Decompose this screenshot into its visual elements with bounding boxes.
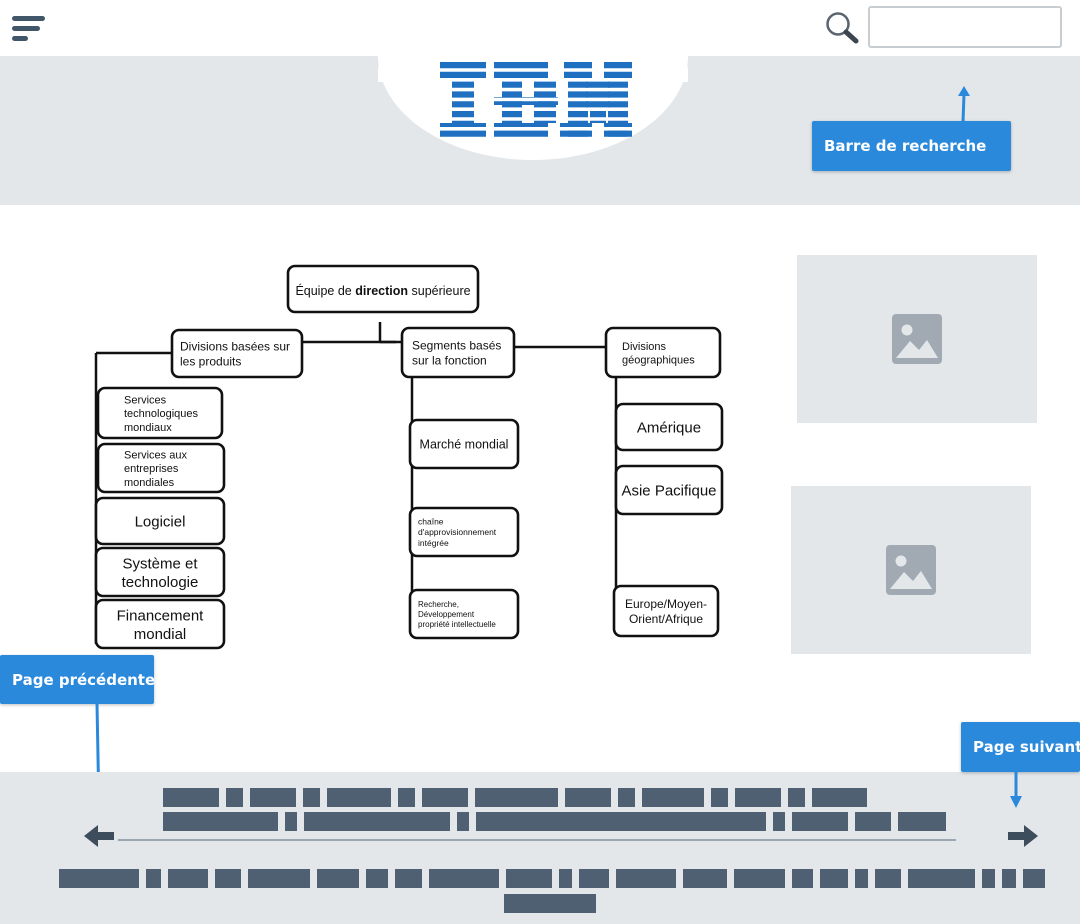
previous-page-callout: Page précédente — [0, 655, 156, 704]
org-geography-item-label: Asie Pacifique — [621, 483, 716, 500]
org-products-header-label: Divisions basées sur — [180, 340, 290, 354]
org-function-item-label: Recherche, — [418, 600, 459, 609]
org-geography-header: Divisions géographiques — [604, 326, 722, 379]
footer-divider — [118, 839, 956, 841]
redacted-text-line — [504, 894, 596, 913]
org-root-label: Équipe de direction supérieure — [295, 283, 470, 298]
next-page-callout: Page suivante — [961, 722, 1080, 772]
org-geography-item: Amérique — [614, 402, 724, 452]
next-page-arrow-icon — [1010, 772, 1022, 808]
org-functions-header-label: sur la fonction — [412, 354, 487, 368]
previous-page-callout-label: Page précédente — [12, 670, 156, 689]
arrow-left-icon — [84, 825, 114, 847]
org-function-item-label: Marché mondial — [420, 438, 509, 452]
search-input[interactable] — [868, 6, 1062, 48]
search-icon[interactable] — [824, 10, 860, 44]
org-function-item-label: Développement — [418, 610, 475, 619]
org-product-item-label: technologie — [122, 574, 199, 591]
org-geography-item-label: Europe/Moyen- — [625, 597, 707, 611]
org-product-item: Services technologiques mondiaux — [96, 386, 224, 440]
search-bar-callout-label: Barre de recherche — [824, 137, 987, 155]
redacted-text-line — [163, 788, 867, 807]
image-placeholder-2 — [791, 486, 1031, 654]
redacted-text-line — [163, 812, 946, 831]
org-geography-item-label: Amérique — [637, 420, 701, 437]
org-product-item: Financement mondial — [94, 598, 226, 650]
ibm-logo[interactable] — [440, 62, 632, 145]
org-products-header-label: les produits — [180, 355, 241, 369]
org-root-box: Équipe de direction supérieure — [286, 264, 480, 314]
previous-page-button[interactable] — [84, 824, 116, 853]
org-geography-header-label: Divisions — [622, 341, 667, 353]
org-function-item-label: intégrée — [418, 538, 449, 548]
search-bar-callout: Barre de recherche — [812, 121, 1011, 171]
org-product-item: Système et technologie — [94, 546, 226, 598]
image-icon — [886, 545, 936, 595]
org-product-item-label: technologiques — [124, 408, 199, 420]
image-icon — [892, 314, 942, 364]
org-geography-item: Europe/Moyen-Orient/Afrique — [612, 584, 720, 638]
org-functions-header-label: Segments basés — [412, 339, 501, 353]
arrow-right-icon — [1008, 825, 1038, 847]
org-product-item-label: Logiciel — [135, 514, 186, 531]
org-function-item-label: d'approvisionnement — [418, 527, 497, 537]
org-geography-header-label: géographiques — [622, 355, 695, 367]
redacted-text-line — [59, 869, 1045, 888]
image-placeholder-1 — [797, 255, 1037, 423]
org-function-item: Marché mondial — [408, 418, 520, 470]
org-function-item-label: chaîne — [418, 517, 444, 527]
org-chart-svg: Équipe de direction supérieureDivisions … — [94, 264, 724, 650]
hamburger-menu-icon[interactable] — [12, 16, 46, 46]
org-product-item-label: Services — [124, 394, 167, 406]
org-geography-item: Asie Pacifique — [614, 464, 724, 516]
org-product-item-label: mondial — [134, 626, 187, 643]
next-page-callout-label: Page suivante — [973, 738, 1080, 756]
org-product-item-label: mondiales — [124, 477, 175, 489]
org-function-item-label: propriété intellectuelle — [418, 620, 496, 629]
search-bar-arrow-icon — [958, 86, 970, 123]
org-geography-item-label: Orient/Afrique — [629, 612, 703, 626]
footer — [0, 772, 1080, 924]
next-page-button[interactable] — [1006, 824, 1038, 853]
org-product-item-label: Services aux — [124, 449, 187, 461]
org-product-item: Services aux entreprises mondiales — [96, 442, 226, 494]
org-product-item: Logiciel — [94, 496, 226, 546]
org-product-item-label: mondiaux — [124, 422, 172, 434]
org-product-item-label: Système et — [122, 555, 198, 572]
org-product-item-label: Financement — [117, 607, 205, 624]
org-product-item-label: entreprises — [124, 463, 179, 475]
